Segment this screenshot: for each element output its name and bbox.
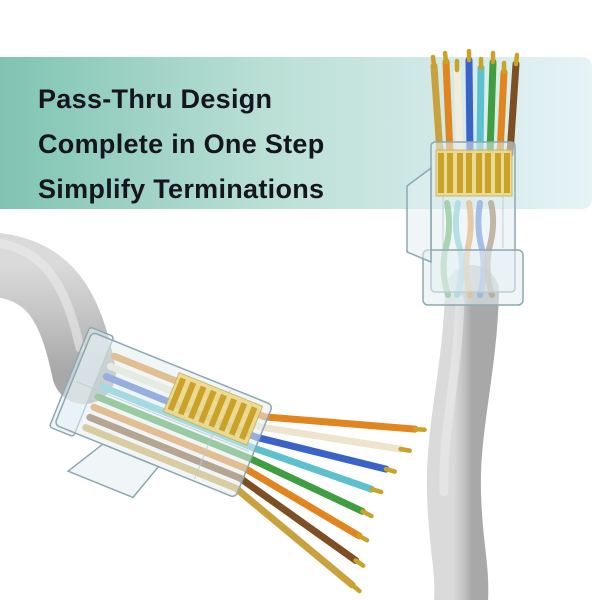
latch-clip-left — [66, 443, 160, 499]
wire — [465, 56, 474, 158]
promo-line-2: Complete in One Step — [38, 129, 325, 159]
wire — [442, 58, 454, 158]
wire — [496, 68, 508, 158]
cable-highlight — [0, 238, 85, 353]
gold-pin — [218, 398, 237, 432]
gold-pin — [228, 402, 248, 436]
wire — [486, 58, 497, 158]
connector-facet — [76, 381, 249, 452]
gold-pin — [198, 389, 217, 424]
gold-pin — [239, 406, 258, 441]
right-connector-assembly — [406, 48, 524, 600]
gold-pin — [167, 377, 186, 412]
gold-pin — [188, 385, 207, 420]
wire-gold-tip — [349, 582, 362, 594]
pass-through-wires-top — [430, 48, 520, 158]
latch-clip-right — [406, 166, 432, 264]
left-connector-assembly — [0, 233, 427, 594]
ethernet-cable-right — [426, 265, 499, 600]
gold-pin — [177, 381, 197, 416]
gold-pins-right — [438, 153, 510, 193]
wire — [476, 64, 485, 158]
wire-gold-tip — [383, 466, 398, 474]
wire-gold-tip — [442, 50, 449, 65]
wire — [506, 60, 520, 158]
wire-gold-tip — [398, 446, 412, 453]
gold-pins-left — [167, 377, 258, 441]
cable-highlight — [439, 295, 465, 497]
wire — [430, 62, 444, 158]
wire-gold-tip — [412, 426, 427, 432]
promo-line-1: Pass-Thru Design — [38, 84, 273, 114]
wire-gold-tip — [430, 54, 437, 69]
wire-gold-tip — [513, 52, 520, 67]
wire — [453, 66, 464, 158]
wire-gold-tip — [353, 558, 366, 568]
rj45-connector-collar-right — [422, 249, 524, 306]
wire-gold-tip — [356, 533, 370, 543]
wire-gold-tip — [369, 486, 384, 495]
wire-gold-tip — [360, 509, 374, 519]
gold-pin — [208, 393, 227, 428]
promo-line-3: Simplify Terminations — [38, 174, 325, 204]
